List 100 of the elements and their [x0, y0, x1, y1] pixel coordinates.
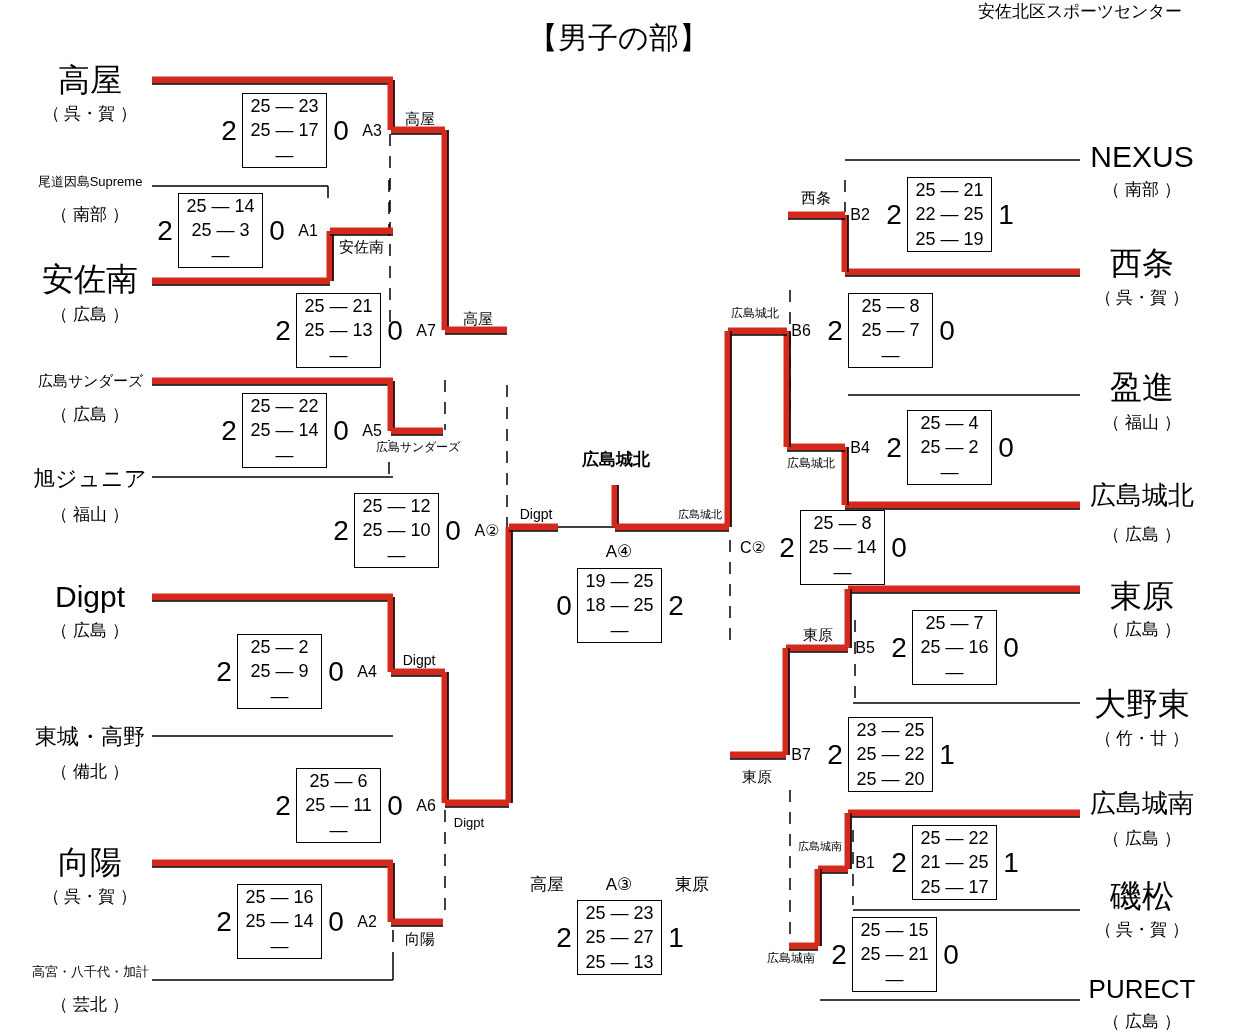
match-label: A2: [357, 914, 377, 930]
set-score: —: [833, 562, 852, 581]
sets-won: 1: [668, 924, 684, 952]
match-label: A7: [416, 323, 436, 339]
match-label: C②: [740, 540, 766, 556]
set-score: —: [211, 245, 230, 264]
region-name: （ 呉・賀 ）: [1094, 920, 1190, 938]
region-name: （ 広島 ）: [1103, 1012, 1181, 1030]
score-box: [237, 634, 322, 709]
set-score: 25 — 7: [861, 321, 920, 340]
sets-won: 2: [221, 117, 237, 145]
winner-name: 広島城北: [731, 307, 779, 319]
sets-won: 2: [891, 634, 907, 662]
sets-won: 2: [831, 941, 847, 969]
sets-won: 2: [556, 924, 572, 952]
sets-won: 0: [328, 658, 344, 686]
set-score: 25 — 11: [305, 796, 372, 815]
set-score: 25 — 17: [250, 121, 319, 140]
set-score: 25 — 20: [856, 769, 925, 788]
sets-won: 0: [1003, 634, 1019, 662]
score-box: [242, 93, 327, 168]
set-score: 25 — 15: [860, 921, 929, 940]
set-score: 21 — 25: [920, 853, 989, 872]
winner-name: 西条: [801, 189, 831, 205]
sets-won: 0: [998, 434, 1014, 462]
score-box: [848, 717, 933, 792]
region-name: （ 広島 ）: [51, 405, 129, 423]
sets-won: 2: [827, 741, 843, 769]
team-name: 東原: [1110, 580, 1174, 612]
region-name: （ 呉・賀 ）: [1094, 288, 1190, 306]
winner-name: 広島城北: [582, 450, 650, 468]
winner-name: 安佐南: [338, 238, 384, 254]
sets-won: 2: [275, 317, 291, 345]
set-score: —: [881, 345, 900, 364]
set-score: —: [275, 145, 294, 164]
match-label: 高屋: [530, 875, 564, 893]
team-name: 大野東: [1094, 688, 1190, 720]
sets-won: 0: [939, 317, 955, 345]
team-name: 安佐南: [42, 263, 138, 295]
set-score: —: [270, 686, 289, 705]
sets-won: 0: [387, 317, 403, 345]
set-score: 23 — 25: [856, 721, 925, 740]
team-name: 広島城北: [1090, 482, 1194, 508]
team-name: NEXUS: [1090, 142, 1194, 172]
region-name: （ 竹・廿 ）: [1094, 729, 1190, 747]
set-score: —: [275, 445, 294, 464]
set-score: —: [387, 545, 406, 564]
set-score: 25 — 3: [191, 221, 250, 240]
set-score: 25 — 8: [861, 297, 920, 316]
sets-won: 2: [779, 534, 795, 562]
sets-won: 2: [886, 434, 902, 462]
score-box: [577, 900, 662, 975]
match-label: A3: [362, 123, 382, 139]
sets-won: 2: [668, 592, 684, 620]
sets-won: 2: [157, 217, 173, 245]
region-name: （ 芸北 ）: [51, 995, 129, 1013]
team-name: 盈進: [1110, 371, 1174, 403]
set-score: 25 — 16: [245, 888, 314, 907]
match-label: B4: [850, 440, 870, 456]
match-label: B2: [850, 207, 870, 223]
winner-name: Digpt: [402, 653, 436, 667]
winner-name: Digpt: [519, 507, 553, 521]
region-name: （ 福山 ）: [51, 505, 129, 523]
score-box: [800, 510, 885, 585]
score-box: [912, 825, 997, 900]
team-name: 東城・高野: [35, 726, 145, 748]
sets-won: 2: [886, 201, 902, 229]
set-score: —: [329, 345, 348, 364]
sets-won: 2: [275, 792, 291, 820]
set-score: 25 — 19: [915, 229, 984, 248]
match-label: A6: [416, 798, 436, 814]
region-name: （ 呉・賀 ）: [42, 887, 138, 905]
set-score: —: [945, 662, 964, 681]
set-score: —: [885, 969, 904, 988]
set-score: 19 — 25: [585, 572, 654, 591]
set-score: 25 — 2: [920, 438, 979, 457]
set-score: 25 — 22: [920, 829, 989, 848]
sets-won: 2: [216, 658, 232, 686]
score-box: [848, 293, 933, 368]
score-box: [577, 568, 662, 643]
winner-name: 広島城南: [798, 840, 842, 852]
set-score: 25 — 6: [309, 772, 368, 791]
team-name: 高屋: [58, 64, 122, 96]
set-score: 25 — 14: [245, 912, 314, 931]
set-score: 25 — 14: [250, 421, 319, 440]
set-score: 25 — 10: [362, 521, 431, 540]
team-name: 広島サンダーズ: [37, 372, 143, 387]
region-name: （ 南部 ）: [1103, 180, 1181, 198]
team-name: 向陽: [58, 846, 122, 878]
sets-won: 1: [1003, 849, 1019, 877]
match-label: B5: [855, 640, 875, 656]
sets-won: 0: [387, 792, 403, 820]
score-box: [237, 884, 322, 959]
sets-won: 0: [328, 908, 344, 936]
set-score: 25 — 17: [920, 877, 989, 896]
region-name: （ 広島 ）: [1103, 829, 1181, 847]
set-score: 25 — 14: [808, 538, 877, 557]
set-score: 25 — 12: [362, 497, 431, 516]
match-label: A③: [605, 875, 633, 893]
match-label: B7: [791, 747, 811, 763]
